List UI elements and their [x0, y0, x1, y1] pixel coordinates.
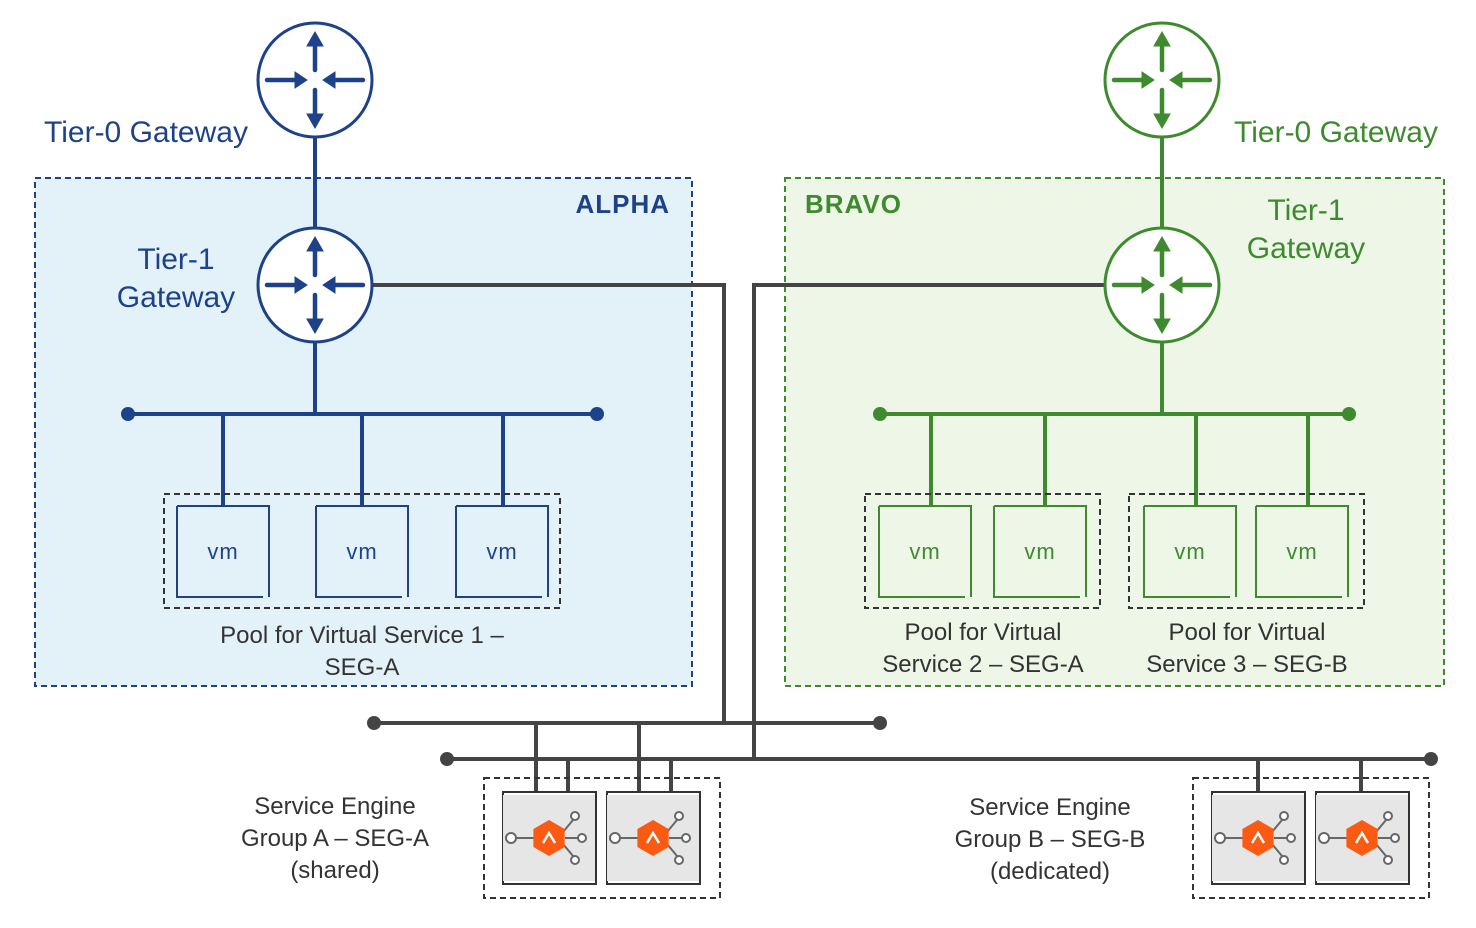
service-engine-b2	[1314, 791, 1410, 885]
alpha-segment-end-right	[590, 407, 604, 421]
seg-a-label-line3: (shared)	[290, 857, 379, 884]
bravo-segment-end-left	[873, 407, 887, 421]
bravo-pool3-label-line1: Pool for Virtual	[1169, 619, 1326, 646]
service-engine-a2	[605, 791, 701, 885]
alpha-tier0-label: Tier-0 Gateway	[44, 116, 248, 149]
vm-box-icon	[1255, 505, 1349, 598]
seg-a-group	[483, 777, 721, 899]
bravo-links	[880, 137, 1349, 506]
alpha-zone-title: ALPHA	[575, 189, 670, 219]
vm-label: vm	[346, 539, 377, 564]
bravo-tier1-label-line2: Gateway	[1247, 232, 1365, 265]
bravo-segment-end-right	[1342, 407, 1356, 421]
vm-box-icon	[993, 505, 1087, 598]
bravo-zone-title: BRAVO	[805, 189, 902, 219]
alpha-segment-end-left	[121, 407, 135, 421]
service-engine-network-links	[373, 283, 1431, 792]
seg-b-label-line3: (dedicated)	[990, 858, 1110, 885]
alpha-tier1-router-icon	[256, 226, 374, 344]
service-engine-icon	[1314, 793, 1410, 883]
vm-label: vm	[1286, 539, 1317, 564]
alpha-vms	[176, 505, 549, 598]
seg-b-label-line2: Group B – SEG-B	[955, 826, 1146, 853]
vm-box-icon	[455, 505, 549, 598]
bravo-vms	[878, 505, 1349, 598]
service-engine-icon	[501, 793, 597, 883]
bravo-pool3-label-line2: Service 3 – SEG-B	[1146, 651, 1347, 678]
service-engine-icon	[605, 793, 701, 883]
bravo-tier0-router-icon	[1103, 21, 1221, 139]
vm-box-icon	[176, 505, 270, 598]
bravo-tier1-label-line1: Tier-1	[1267, 194, 1344, 227]
bravo-tier0-label: Tier-0 Gateway	[1234, 116, 1438, 149]
alpha-tier0-router-icon	[256, 21, 374, 139]
bravo-tier1-router-icon	[1103, 226, 1221, 344]
vm-label: vm	[207, 539, 238, 564]
vm-label: vm	[486, 539, 517, 564]
alpha-pool-label-line2: SEG-A	[325, 654, 400, 681]
seg-b-label-line1: Service Engine	[969, 794, 1130, 821]
seg-b-group	[1192, 777, 1430, 899]
vm-box-icon	[878, 505, 972, 598]
service-engine-a1	[501, 791, 597, 885]
seg-a-label-line1: Service Engine	[254, 793, 415, 820]
vm-label: vm	[1024, 539, 1055, 564]
vm-label: vm	[909, 539, 940, 564]
vm-box-icon	[1143, 505, 1237, 598]
network-1-end-right	[873, 716, 887, 730]
bravo-pool2-label-line2: Service 2 – SEG-A	[882, 651, 1083, 678]
alpha-pool-1	[163, 493, 561, 609]
network-2-end-right	[1424, 752, 1438, 766]
vm-box-icon	[315, 505, 409, 598]
alpha-pool-label-line1: Pool for Virtual Service 1 –	[220, 622, 504, 649]
service-engine-b1	[1210, 791, 1306, 885]
network-1-end-left	[367, 716, 381, 730]
bravo-pool-3	[1128, 493, 1365, 609]
alpha-tier1-label-line2: Gateway	[117, 281, 235, 314]
alpha-tier1-label-line1: Tier-1	[137, 243, 214, 276]
seg-a-label-line2: Group A – SEG-A	[241, 825, 429, 852]
network-2-end-left	[440, 752, 454, 766]
bravo-pool-2	[864, 493, 1101, 609]
alpha-links	[128, 137, 597, 506]
vm-label: vm	[1174, 539, 1205, 564]
service-engine-icon	[1210, 793, 1306, 883]
bravo-pool2-label-line1: Pool for Virtual	[905, 619, 1062, 646]
